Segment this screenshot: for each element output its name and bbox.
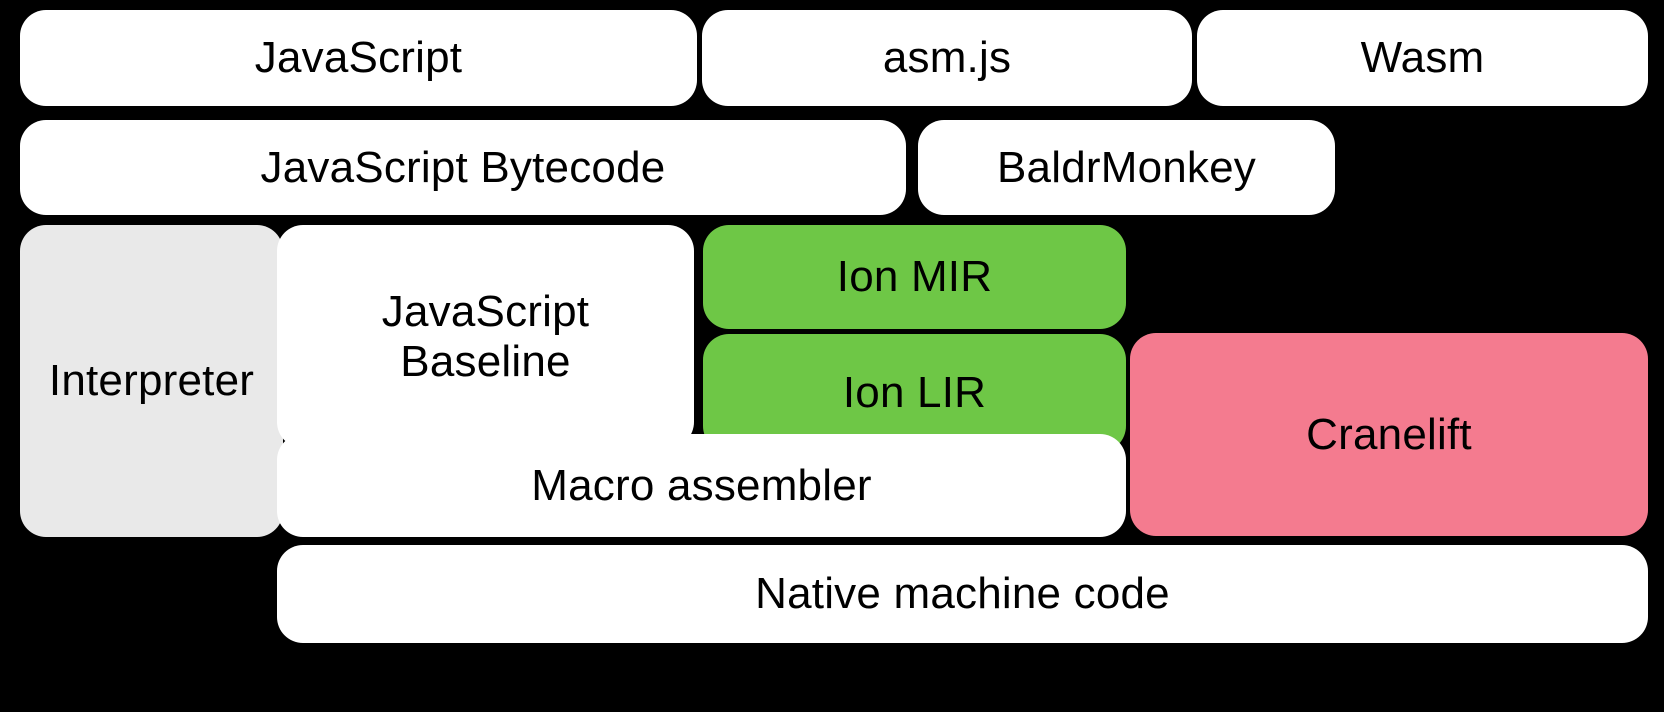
box-javascript[interactable]: JavaScript — [20, 10, 697, 106]
box-ion-mir[interactable]: Ion MIR — [703, 225, 1126, 329]
box-wasm[interactable]: Wasm — [1197, 10, 1648, 106]
box-ion-lir[interactable]: Ion LIR — [703, 334, 1126, 452]
box-asmjs[interactable]: asm.js — [702, 10, 1192, 106]
box-javascript-bytecode[interactable]: JavaScript Bytecode — [20, 120, 906, 215]
box-macro-assembler[interactable]: Macro assembler — [277, 434, 1126, 537]
box-baldrmonkey[interactable]: BaldrMonkey — [918, 120, 1335, 215]
box-cranelift[interactable]: Cranelift — [1130, 333, 1648, 536]
box-interpreter[interactable]: Interpreter — [20, 225, 283, 537]
box-native-machine-code[interactable]: Native machine code — [277, 545, 1648, 643]
box-javascript-baseline[interactable]: JavaScript Baseline — [277, 225, 694, 448]
